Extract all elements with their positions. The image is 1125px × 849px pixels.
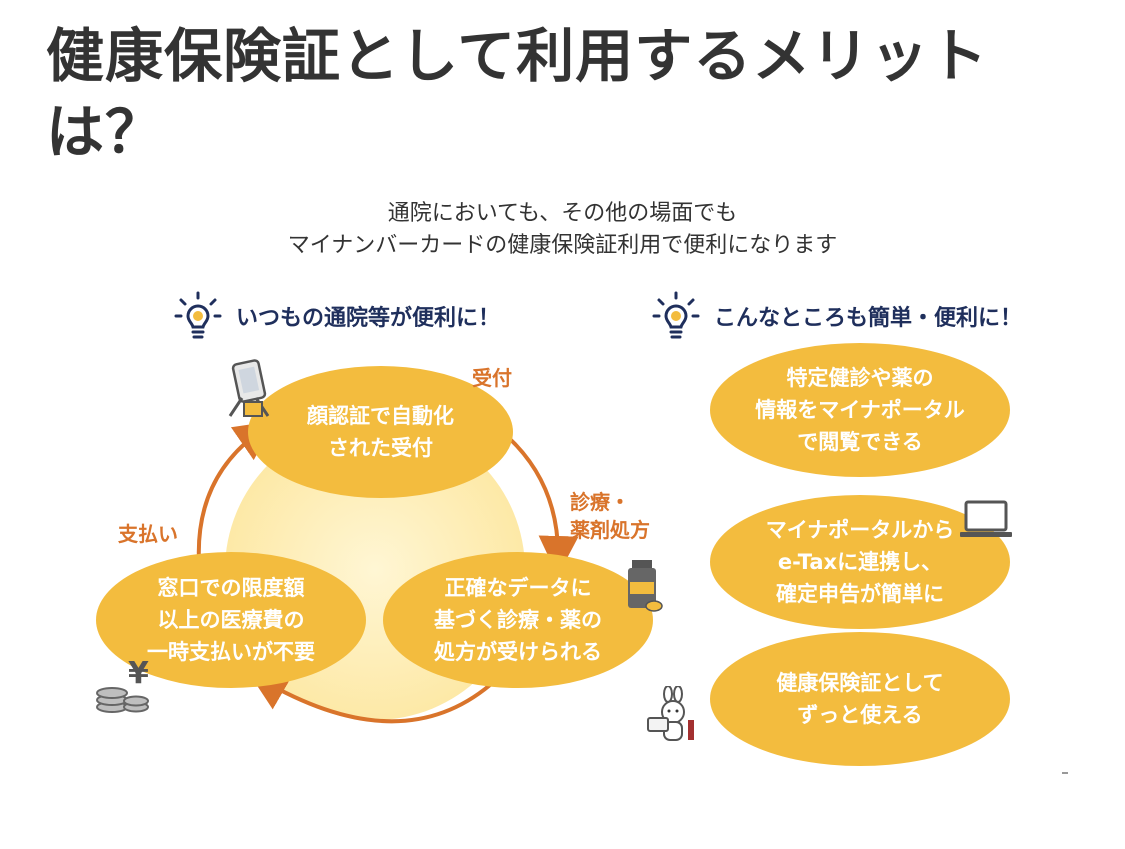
benefit-bubble-etax-text: マイナポータルから e-Taxに連携し、 確定申告が簡単に (765, 518, 955, 606)
page-marker (1062, 772, 1068, 774)
cycle-label-payment: 支払い (118, 522, 178, 546)
benefit-bubble-insurance-card-text: 健康保険証として ずっと使える (776, 671, 944, 727)
yen-coins-icon: ¥ (96, 656, 149, 713)
arrow-reception-to-treatment (498, 428, 579, 576)
cycle-bubble-reception-text: 顔認証で自動化 された受付 (307, 404, 454, 460)
cycle-bubble-payment: 窓口での限度額 以上の医療費の 一時支払いが不要 (96, 552, 366, 688)
lightbulb-gear-icon (174, 291, 222, 339)
laptop-icon (960, 500, 1012, 537)
cycle-bubble-reception: 顔認証で自動化 された受付 (248, 366, 513, 498)
right-section-heading: こんなところも簡単・便利に！ (650, 290, 1022, 342)
svg-text:¥: ¥ (128, 656, 149, 691)
subtitle-line-1: 通院においても、その他の場面でも (387, 201, 738, 226)
cycle-bubble-treatment-text: 正確なデータに 基づく診療・薬の 処方が受けられる (434, 576, 602, 664)
benefit-bubble-portal: 特定健診や薬の 情報をマイナポータル で閲覧できる (710, 343, 1010, 477)
cycle-bubble-payment-text: 窓口での限度額 以上の医療費の 一時支払いが不要 (147, 576, 315, 664)
cycle-label-reception: 受付 (472, 366, 512, 390)
benefit-bubble-portal-text: 特定健診や薬の 情報をマイナポータル で閲覧できる (755, 366, 965, 454)
page-title: 健康保険証として利用するメリットは？ (46, 22, 989, 166)
medicine-bottle-icon (628, 560, 663, 612)
benefit-bubble-insurance-card: 健康保険証として ずっと使える (710, 632, 1010, 766)
arrow-treatment-to-payment (248, 671, 492, 724)
left-section-heading: いつもの通院等が便利に！ (172, 290, 500, 342)
left-section-heading-text: いつもの通院等が便利に！ (236, 306, 501, 331)
face-recognition-terminal-icon (228, 359, 270, 417)
cycle-bubble-treatment: 正確なデータに 基づく診療・薬の 処方が受けられる (383, 552, 653, 688)
mynumber-rabbit-mascot-icon (647, 686, 694, 741)
right-section-heading-text: こんなところも簡単・便利に！ (714, 306, 1023, 331)
cycle-label-treatment: 診療・ 薬剤処方 (570, 490, 650, 542)
lightbulb-gear-icon (652, 291, 700, 339)
benefit-bubble-etax: マイナポータルから e-Taxに連携し、 確定申告が簡単に (710, 495, 1010, 629)
subtitle-line-2: マイナンバーカードの健康保険証利用で便利になります (287, 233, 838, 258)
